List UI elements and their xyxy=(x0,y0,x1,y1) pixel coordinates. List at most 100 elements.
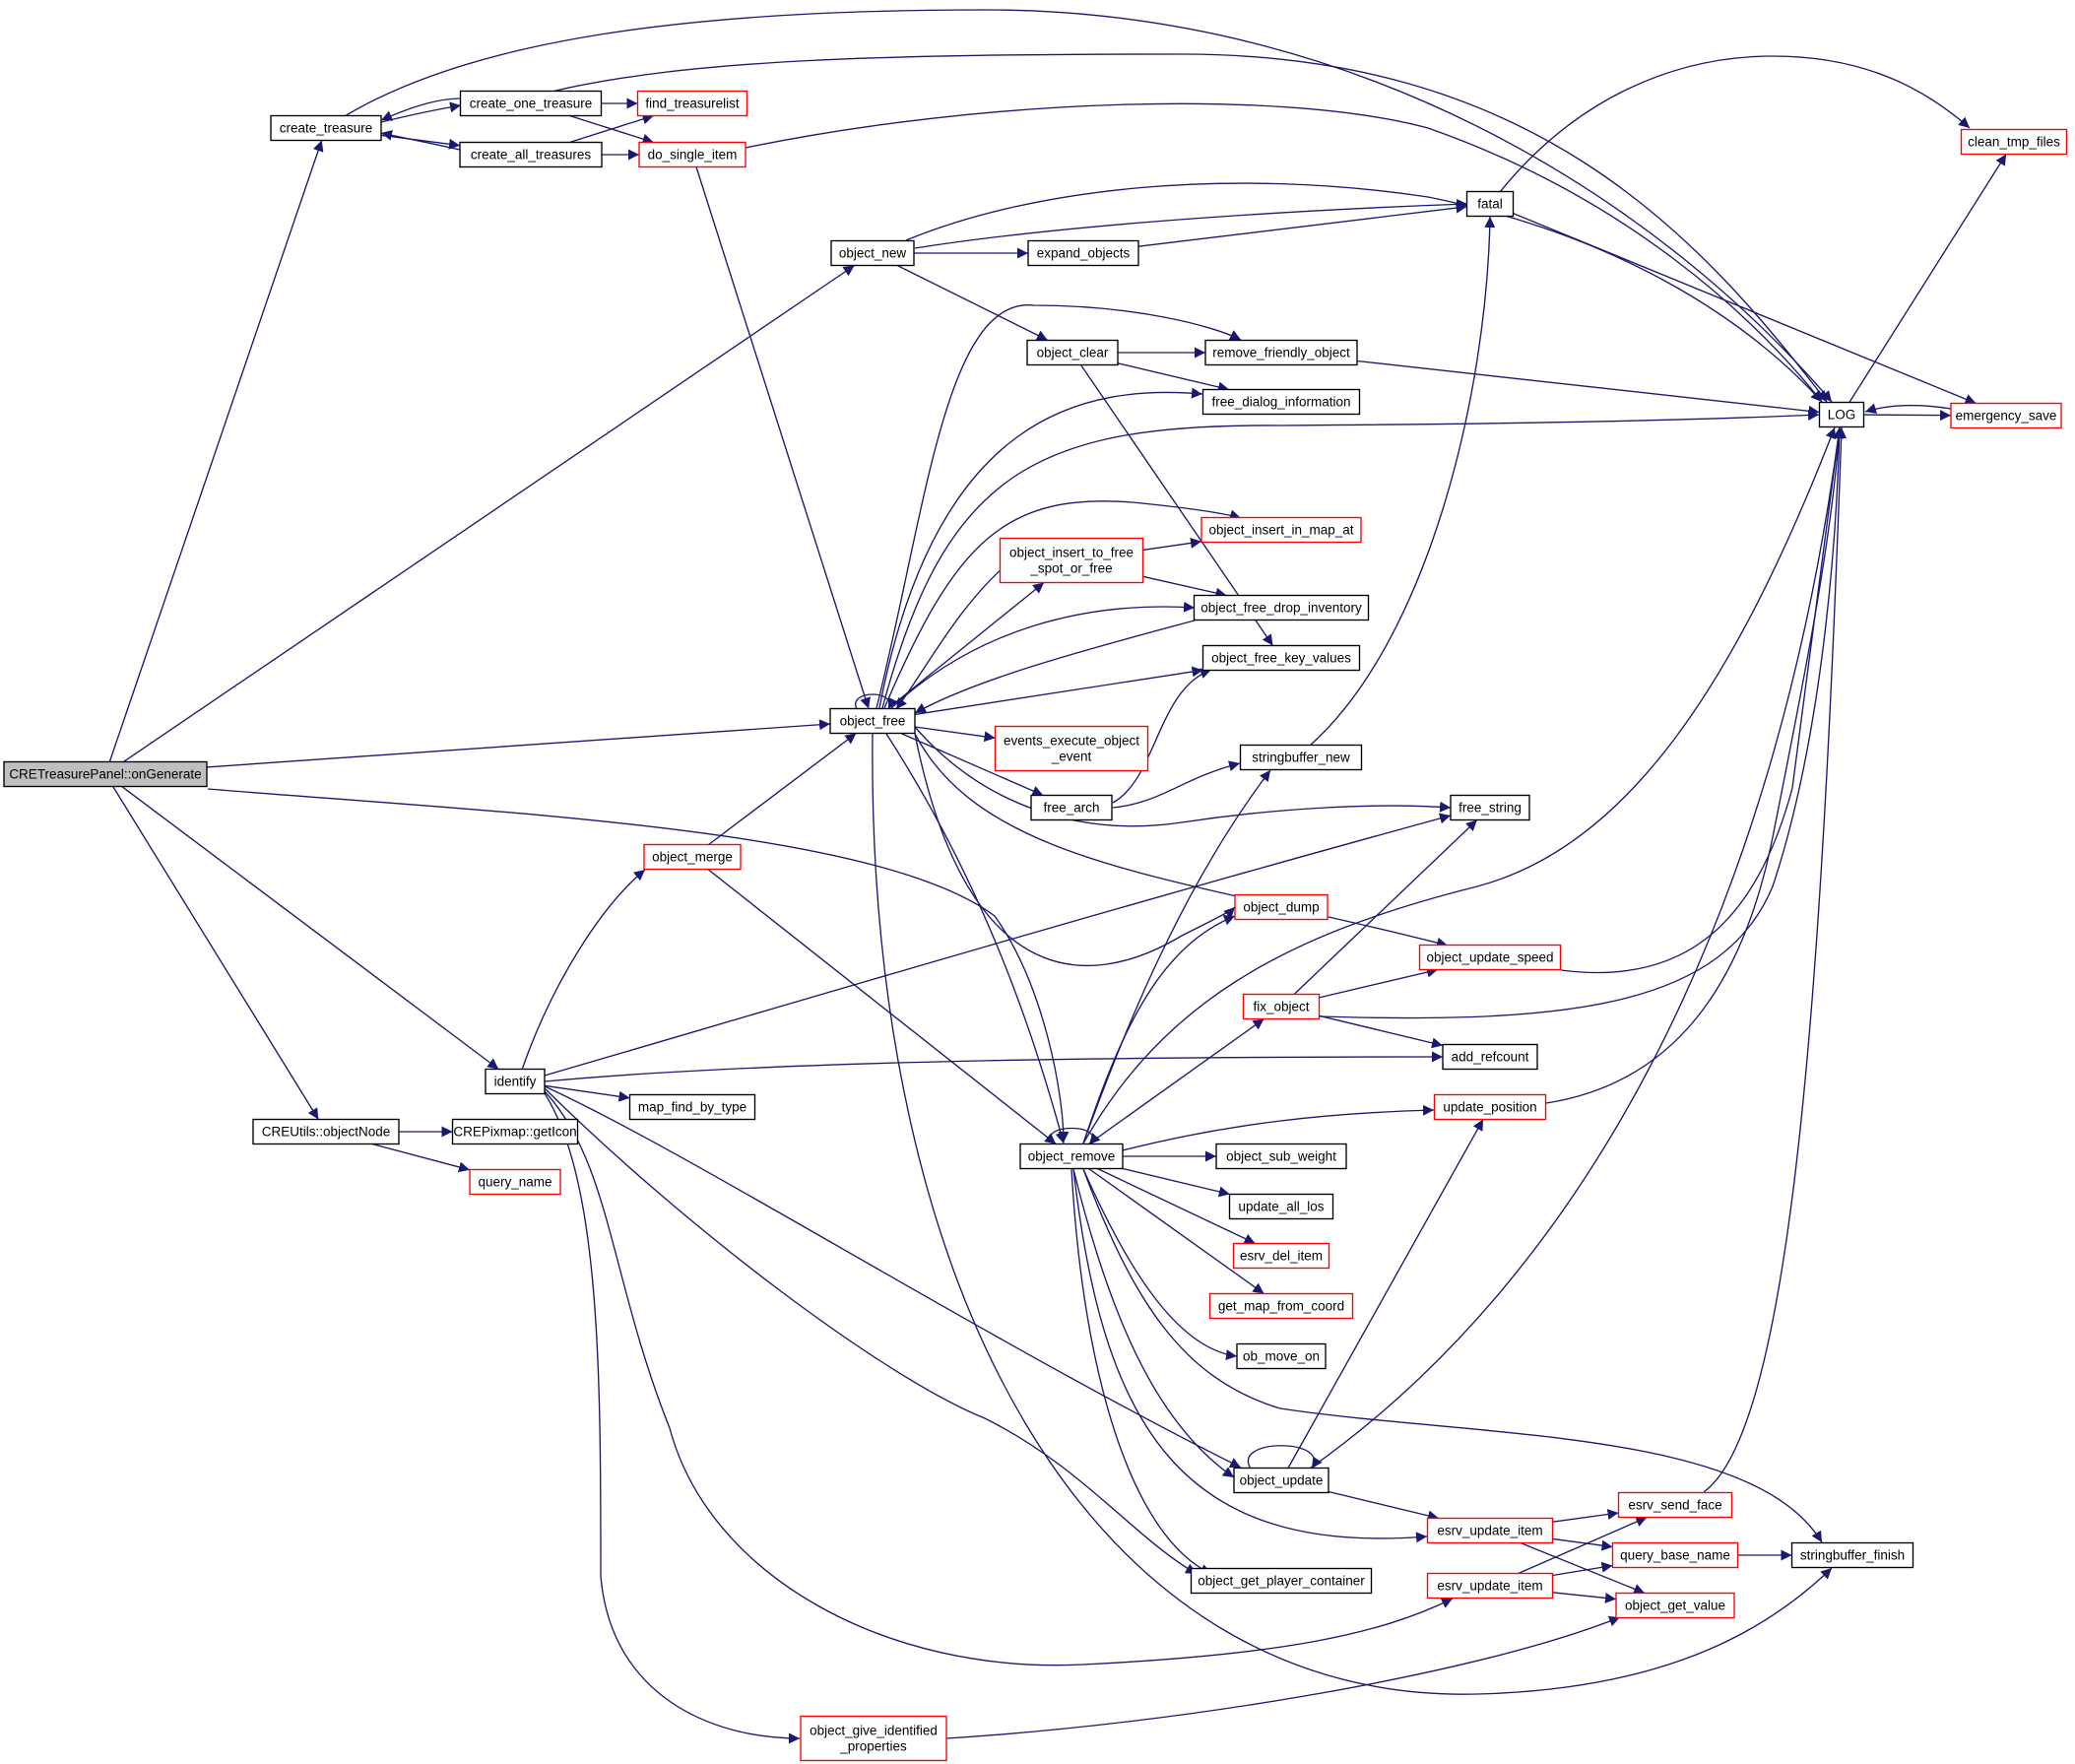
edge-object_remove-to-stringbuffer_new xyxy=(1082,769,1271,1144)
edge-object_insert_to_free-to-object_free_drop_inventory xyxy=(1142,575,1227,599)
node-label-stringbuffer_finish: stringbuffer_finish xyxy=(1800,1548,1905,1563)
node-add_refcount[interactable]: add_refcount xyxy=(1442,1043,1538,1071)
edge-object_update-to-object_update xyxy=(1247,1445,1323,1470)
node-create_all_treasures[interactable]: create_all_treasures xyxy=(459,141,603,168)
node-CREPixmap_getIcon[interactable]: CREPixmap::getIcon xyxy=(451,1118,579,1145)
node-esrv_del_item[interactable]: esrv_del_item xyxy=(1232,1242,1330,1270)
node-object_sub_weight[interactable]: object_sub_weight xyxy=(1215,1143,1347,1170)
edge-object_update-to-LOG xyxy=(1309,426,1845,1470)
node-box-root xyxy=(3,760,208,788)
edge-LOG-to-clean_tmp_files xyxy=(1848,154,2007,403)
edge-object_remove-to-object_dump xyxy=(1082,915,1236,1144)
node-esrv_send_face[interactable]: esrv_send_face xyxy=(1617,1491,1733,1519)
node-box-create_treasure xyxy=(270,114,382,142)
node-LOG[interactable]: LOG xyxy=(1818,401,1865,428)
node-object_insert_to_free[interactable]: object_insert_to_free_spot_or_free xyxy=(999,537,1144,584)
node-label-get_map_from_coord: get_map_from_coord xyxy=(1218,1299,1344,1314)
node-label-CREPixmap_getIcon: CREPixmap::getIcon xyxy=(453,1125,576,1140)
node-remove_friendly_object[interactable]: remove_friendly_object xyxy=(1204,339,1358,366)
node-root[interactable]: CRETreasurePanel::onGenerate xyxy=(3,760,208,788)
node-CREUtils_objectNode[interactable]: CREUtils::objectNode xyxy=(252,1118,400,1145)
node-box-object_get_value xyxy=(1615,1592,1735,1619)
node-object_insert_in_map_at[interactable]: object_insert_in_map_at xyxy=(1200,516,1362,544)
edge-root-to-identify xyxy=(121,785,499,1071)
node-object_dump[interactable]: object_dump xyxy=(1234,893,1329,921)
node-free_dialog_information[interactable]: free_dialog_information xyxy=(1201,388,1361,416)
edge-esrv_update_item_b-to-query_base_name xyxy=(1552,1561,1613,1577)
node-object_free[interactable]: object_free xyxy=(829,707,916,735)
node-label-object_give_identified_properties: _properties xyxy=(839,1739,907,1754)
node-label-esrv_update_item_a: esrv_update_item xyxy=(1437,1524,1542,1538)
node-create_treasure[interactable]: create_treasure xyxy=(270,114,382,142)
edge-LOG-to-emergency_save xyxy=(1863,410,1952,422)
node-identify[interactable]: identify xyxy=(485,1068,546,1095)
node-query_base_name[interactable]: query_base_name xyxy=(1611,1541,1739,1569)
edge-object_free-to-object_insert_to_free xyxy=(887,581,1045,710)
node-update_all_los[interactable]: update_all_los xyxy=(1228,1193,1334,1220)
node-fix_object[interactable]: fix_object xyxy=(1242,993,1321,1020)
node-free_arch[interactable]: free_arch xyxy=(1030,794,1113,821)
node-box-object_insert_in_map_at xyxy=(1200,516,1362,544)
node-box-emergency_save xyxy=(1950,402,2062,429)
node-esrv_update_item_a[interactable]: esrv_update_item xyxy=(1426,1517,1554,1544)
node-query_name[interactable]: query_name xyxy=(469,1168,561,1196)
edge-identify-to-object_merge xyxy=(521,869,646,1071)
edge-object_update_speed-to-LOG xyxy=(1560,426,1845,974)
node-object_free_key_values[interactable]: object_free_key_values xyxy=(1201,644,1361,672)
node-object_new[interactable]: object_new xyxy=(830,239,915,267)
node-box-object_insert_to_free xyxy=(999,537,1144,584)
node-label-object_sub_weight: object_sub_weight xyxy=(1226,1149,1336,1164)
node-emergency_save[interactable]: emergency_save xyxy=(1950,402,2062,429)
edge-object_free-to-object_dump xyxy=(914,733,1236,967)
node-map_find_by_type[interactable]: map_find_by_type xyxy=(628,1093,756,1121)
node-object_free_drop_inventory[interactable]: object_free_drop_inventory xyxy=(1193,594,1370,621)
node-fatal[interactable]: fatal xyxy=(1465,190,1515,218)
node-label-ob_move_on: ob_move_on xyxy=(1243,1349,1320,1364)
edge-object_free-to-events_execute_object_event xyxy=(914,726,996,743)
node-box-object_get_player_container xyxy=(1190,1567,1373,1595)
edge-root-to-CREUtils_objectNode xyxy=(112,786,319,1120)
node-label-fatal: fatal xyxy=(1477,197,1503,212)
node-box-map_find_by_type xyxy=(628,1093,756,1121)
node-box-find_treasurelist xyxy=(636,90,748,117)
node-label-find_treasurelist: find_treasurelist xyxy=(645,97,740,111)
node-stringbuffer_finish[interactable]: stringbuffer_finish xyxy=(1790,1541,1914,1569)
node-find_treasurelist[interactable]: find_treasurelist xyxy=(636,90,748,117)
node-ob_move_on[interactable]: ob_move_on xyxy=(1236,1342,1327,1370)
node-box-object_update xyxy=(1233,1467,1329,1494)
node-object_update[interactable]: object_update xyxy=(1233,1467,1329,1494)
node-object_merge[interactable]: object_merge xyxy=(643,843,742,871)
node-object_remove[interactable]: object_remove xyxy=(1019,1143,1124,1170)
node-label-events_execute_object_event: events_execute_object xyxy=(1004,734,1139,749)
node-box-identify xyxy=(485,1068,546,1095)
node-label-object_get_value: object_get_value xyxy=(1625,1599,1725,1613)
node-box-remove_friendly_object xyxy=(1204,339,1358,366)
node-label-update_position: update_position xyxy=(1443,1100,1536,1115)
node-create_one_treasure[interactable]: create_one_treasure xyxy=(459,90,603,117)
node-events_execute_object_event[interactable]: events_execute_object_event xyxy=(994,725,1149,772)
node-do_single_item[interactable]: do_single_item xyxy=(638,141,746,168)
edge-object_free-to-free_string xyxy=(914,726,1452,827)
node-esrv_update_item_b[interactable]: esrv_update_item xyxy=(1426,1572,1554,1600)
edge-free_arch-to-stringbuffer_new xyxy=(1112,760,1241,809)
node-expand_objects[interactable]: expand_objects xyxy=(1027,239,1139,267)
edge-update_position-to-LOG xyxy=(1545,426,1845,1104)
edge-object_remove-to-get_map_from_coord xyxy=(1088,1167,1264,1295)
node-object_update_speed[interactable]: object_update_speed xyxy=(1418,944,1562,971)
node-stringbuffer_new[interactable]: stringbuffer_new xyxy=(1239,744,1363,771)
node-get_map_from_coord[interactable]: get_map_from_coord xyxy=(1208,1292,1354,1320)
node-object_get_value[interactable]: object_get_value xyxy=(1615,1592,1735,1619)
edge-object_remove-to-LOG xyxy=(1082,426,1837,1144)
node-object_get_player_container[interactable]: object_get_player_container xyxy=(1190,1567,1373,1595)
node-free_string[interactable]: free_string xyxy=(1450,794,1530,821)
node-box-object_free_key_values xyxy=(1201,644,1361,672)
edge-fix_object-to-add_refcount xyxy=(1319,1014,1444,1049)
node-update_position[interactable]: update_position xyxy=(1433,1093,1547,1121)
edge-object_remove-to-esrv_update_item_a xyxy=(1072,1168,1428,1543)
node-box-object_free_drop_inventory xyxy=(1193,594,1370,621)
node-label-LOG: LOG xyxy=(1828,408,1856,423)
node-object_clear[interactable]: object_clear xyxy=(1026,339,1119,366)
edge-identify-to-object_update xyxy=(544,1085,1242,1469)
node-object_give_identified_properties[interactable]: object_give_identified_properties xyxy=(800,1715,947,1762)
node-clean_tmp_files[interactable]: clean_tmp_files xyxy=(1960,128,2068,156)
